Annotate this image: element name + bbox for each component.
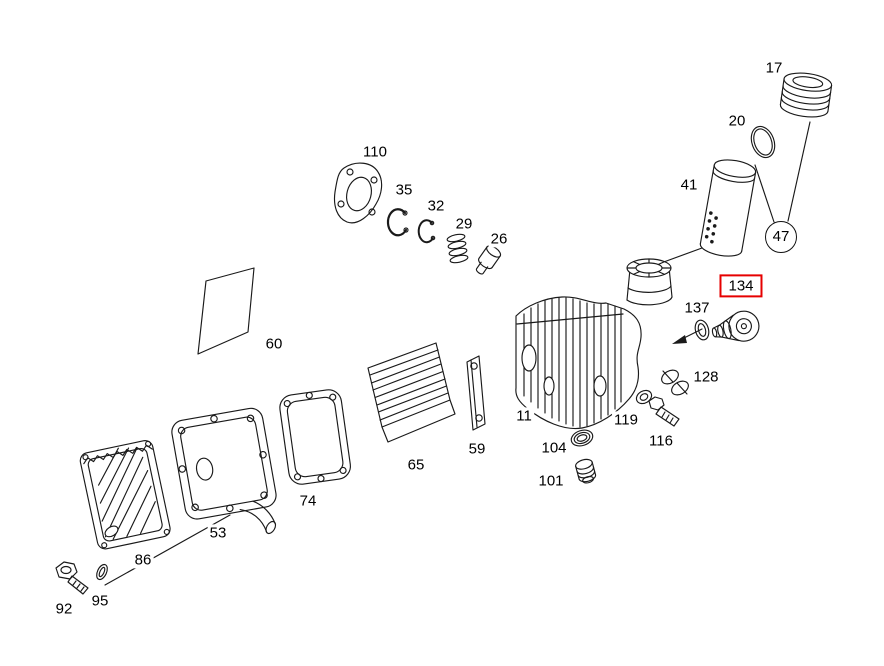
part-32-retaining-ring <box>417 219 436 244</box>
part-60-shim <box>197 267 255 355</box>
part-label-60[interactable]: 60 <box>263 335 285 353</box>
part-label-104[interactable]: 104 <box>539 439 569 457</box>
part-29-spring <box>446 233 469 264</box>
part-label-41[interactable]: 41 <box>678 176 700 194</box>
part-label-119[interactable]: 119 <box>612 411 640 429</box>
part-11-housing <box>515 258 673 430</box>
part-110-gasket <box>333 162 383 224</box>
part-95-washer <box>96 563 108 581</box>
part-128-plug <box>661 369 689 396</box>
part-label-128[interactable]: 128 <box>691 368 721 386</box>
part-74-gasket <box>279 389 351 485</box>
part-134-valve <box>711 310 760 342</box>
part-104-seal <box>570 429 594 447</box>
part-41-filter-element <box>699 159 757 257</box>
part-label-86[interactable]: 86 <box>132 551 154 569</box>
part-59-plate <box>466 355 486 431</box>
housing-filter-tower <box>626 258 673 306</box>
part-86-cover <box>79 440 171 550</box>
part-label-26[interactable]: 26 <box>488 230 510 248</box>
part-92-bolt <box>55 561 89 595</box>
part-137-seal-ring <box>694 319 710 341</box>
part-label-59[interactable]: 59 <box>466 440 488 458</box>
part-label-134[interactable]: 134 <box>719 274 763 298</box>
part-label-29[interactable]: 29 <box>453 215 475 233</box>
part-label-65[interactable]: 65 <box>405 456 427 474</box>
part-17-screw-plug <box>779 72 833 118</box>
part-label-32[interactable]: 32 <box>425 197 447 215</box>
part-35-snap-ring <box>386 208 409 237</box>
part-53-cover <box>171 407 277 535</box>
part-101-plug <box>575 458 597 484</box>
part-label-20[interactable]: 20 <box>726 112 748 130</box>
part-label-137[interactable]: 137 <box>682 299 712 317</box>
part-116-bolt <box>648 396 680 427</box>
part-label-92[interactable]: 92 <box>53 600 75 618</box>
part-65-baffle <box>367 342 456 443</box>
part-label-74[interactable]: 74 <box>297 492 319 510</box>
part-label-95[interactable]: 95 <box>89 592 111 610</box>
part-label-11[interactable]: 11 <box>514 407 534 425</box>
part-label-53[interactable]: 53 <box>207 524 229 542</box>
part-label-101[interactable]: 101 <box>536 472 566 490</box>
part-label-116[interactable]: 116 <box>647 432 675 450</box>
part-label-47[interactable]: 47 <box>765 221 797 253</box>
part-label-110[interactable]: 110 <box>361 143 389 161</box>
part-26-valve <box>475 245 502 275</box>
part-119-seal-ring <box>635 389 653 405</box>
part-label-17[interactable]: 17 <box>763 59 785 77</box>
part-20-o-ring <box>750 125 776 159</box>
part-label-35[interactable]: 35 <box>393 181 415 199</box>
